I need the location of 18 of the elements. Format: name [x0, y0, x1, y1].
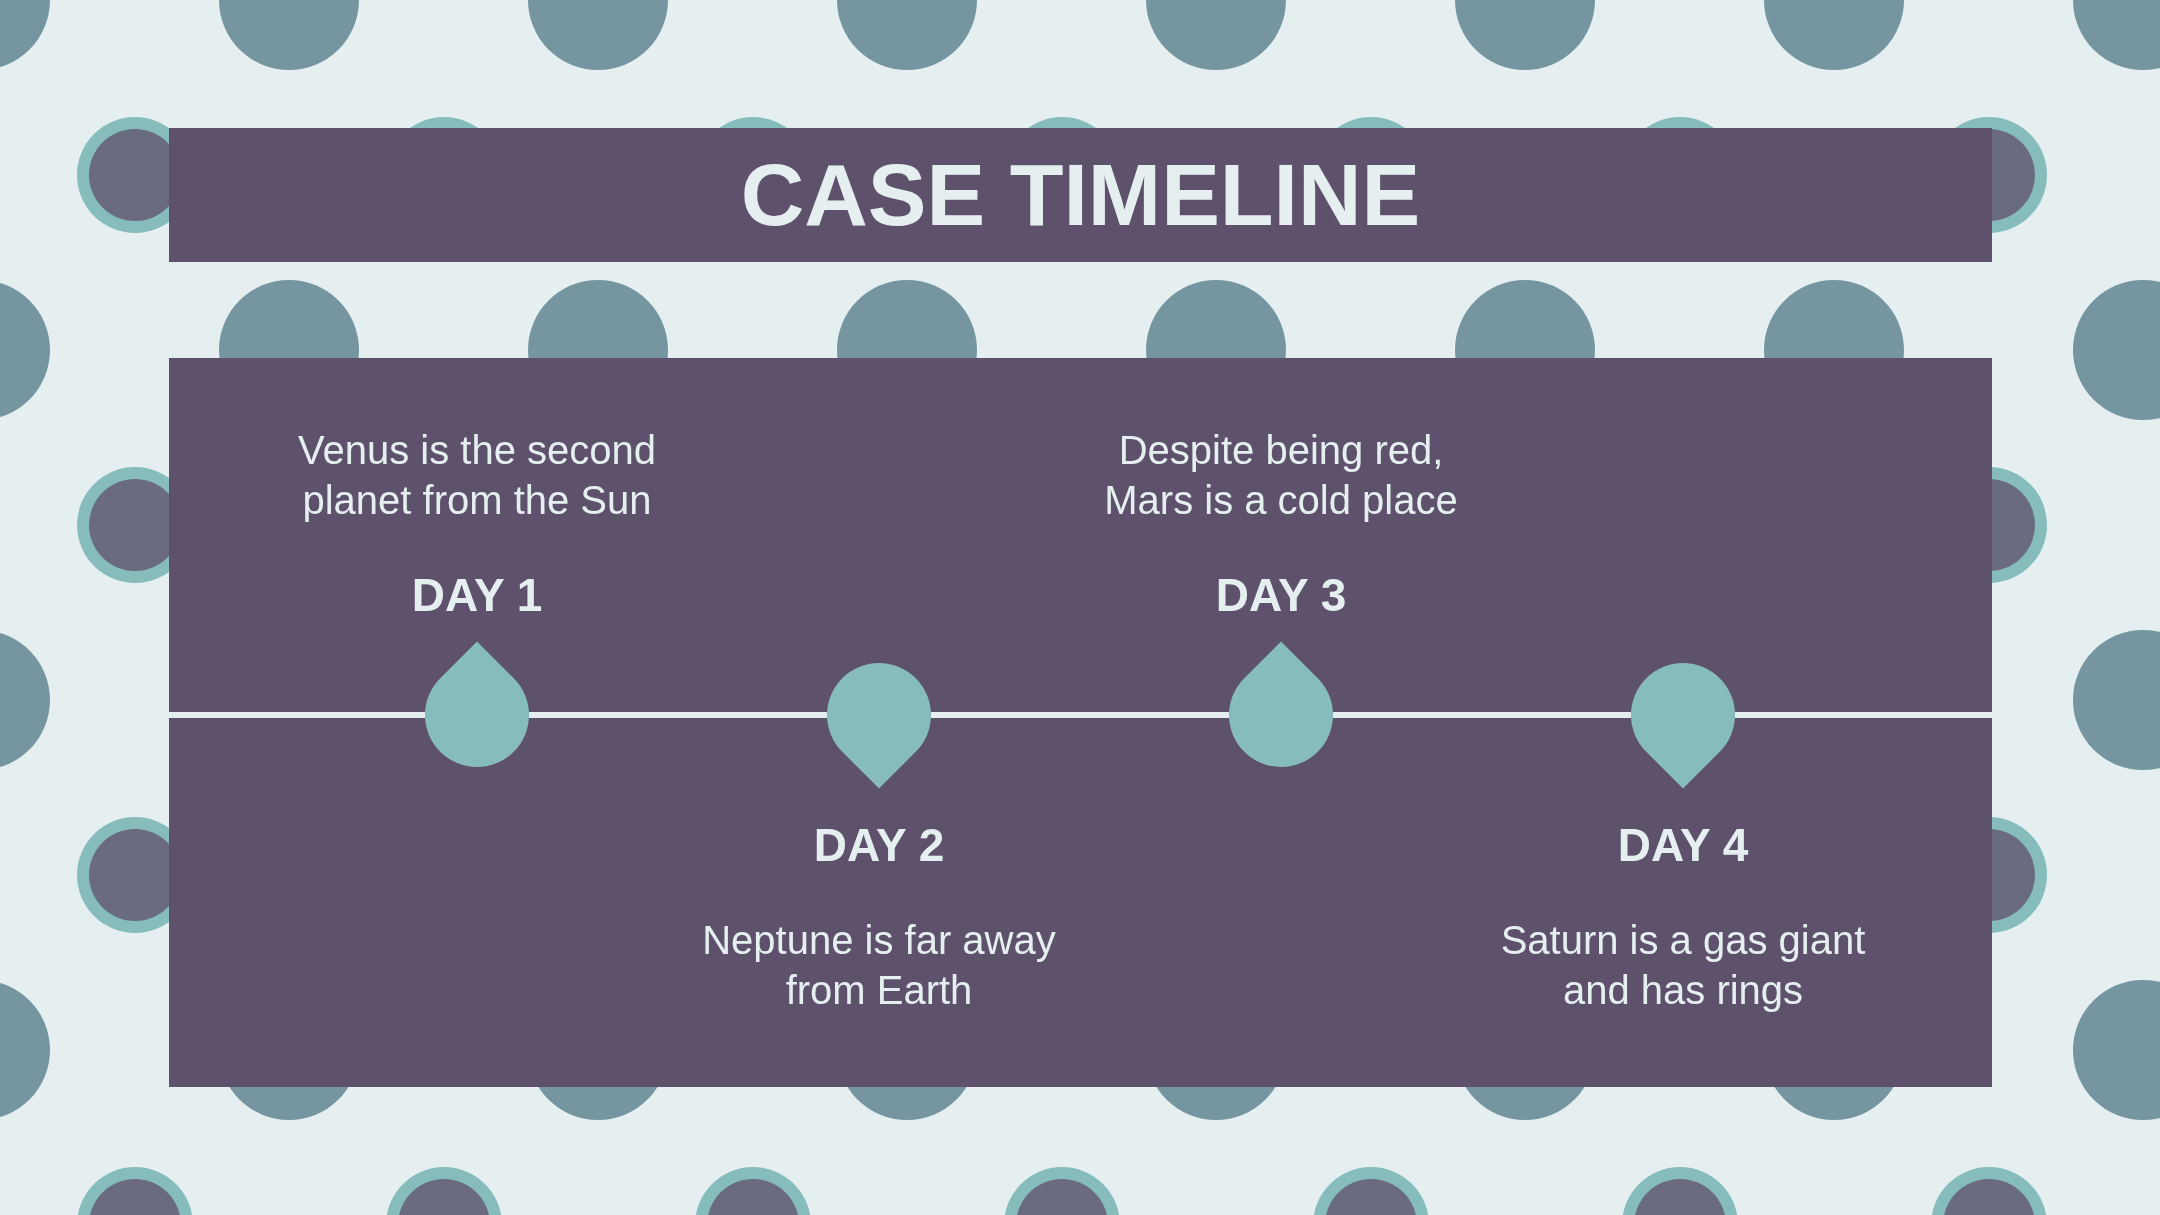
description-text: Venus is the second planet from the Sun — [297, 427, 657, 524]
timeline-line — [931, 712, 1229, 718]
timeline-line — [169, 712, 425, 718]
description-text: Neptune is far away from Earth — [701, 917, 1057, 1014]
pin-marker — [1631, 663, 1735, 789]
day-label: DAY 1 — [411, 568, 543, 622]
timeline-line — [529, 712, 827, 718]
description-text: Saturn is a gas giant and has rings — [1499, 917, 1867, 1014]
description-text: Despite being red, Mars is a cold place — [1103, 427, 1459, 524]
day-label: DAY 2 — [813, 818, 945, 872]
title: CASE TIMELINE — [740, 144, 1421, 246]
timeline-line — [1735, 712, 1992, 718]
pin-marker — [425, 641, 529, 767]
pin-marker — [827, 663, 931, 789]
timeline-line — [1333, 712, 1631, 718]
day-label: DAY 4 — [1617, 818, 1749, 872]
day-label: DAY 3 — [1215, 568, 1347, 622]
pin-marker — [1229, 641, 1333, 767]
